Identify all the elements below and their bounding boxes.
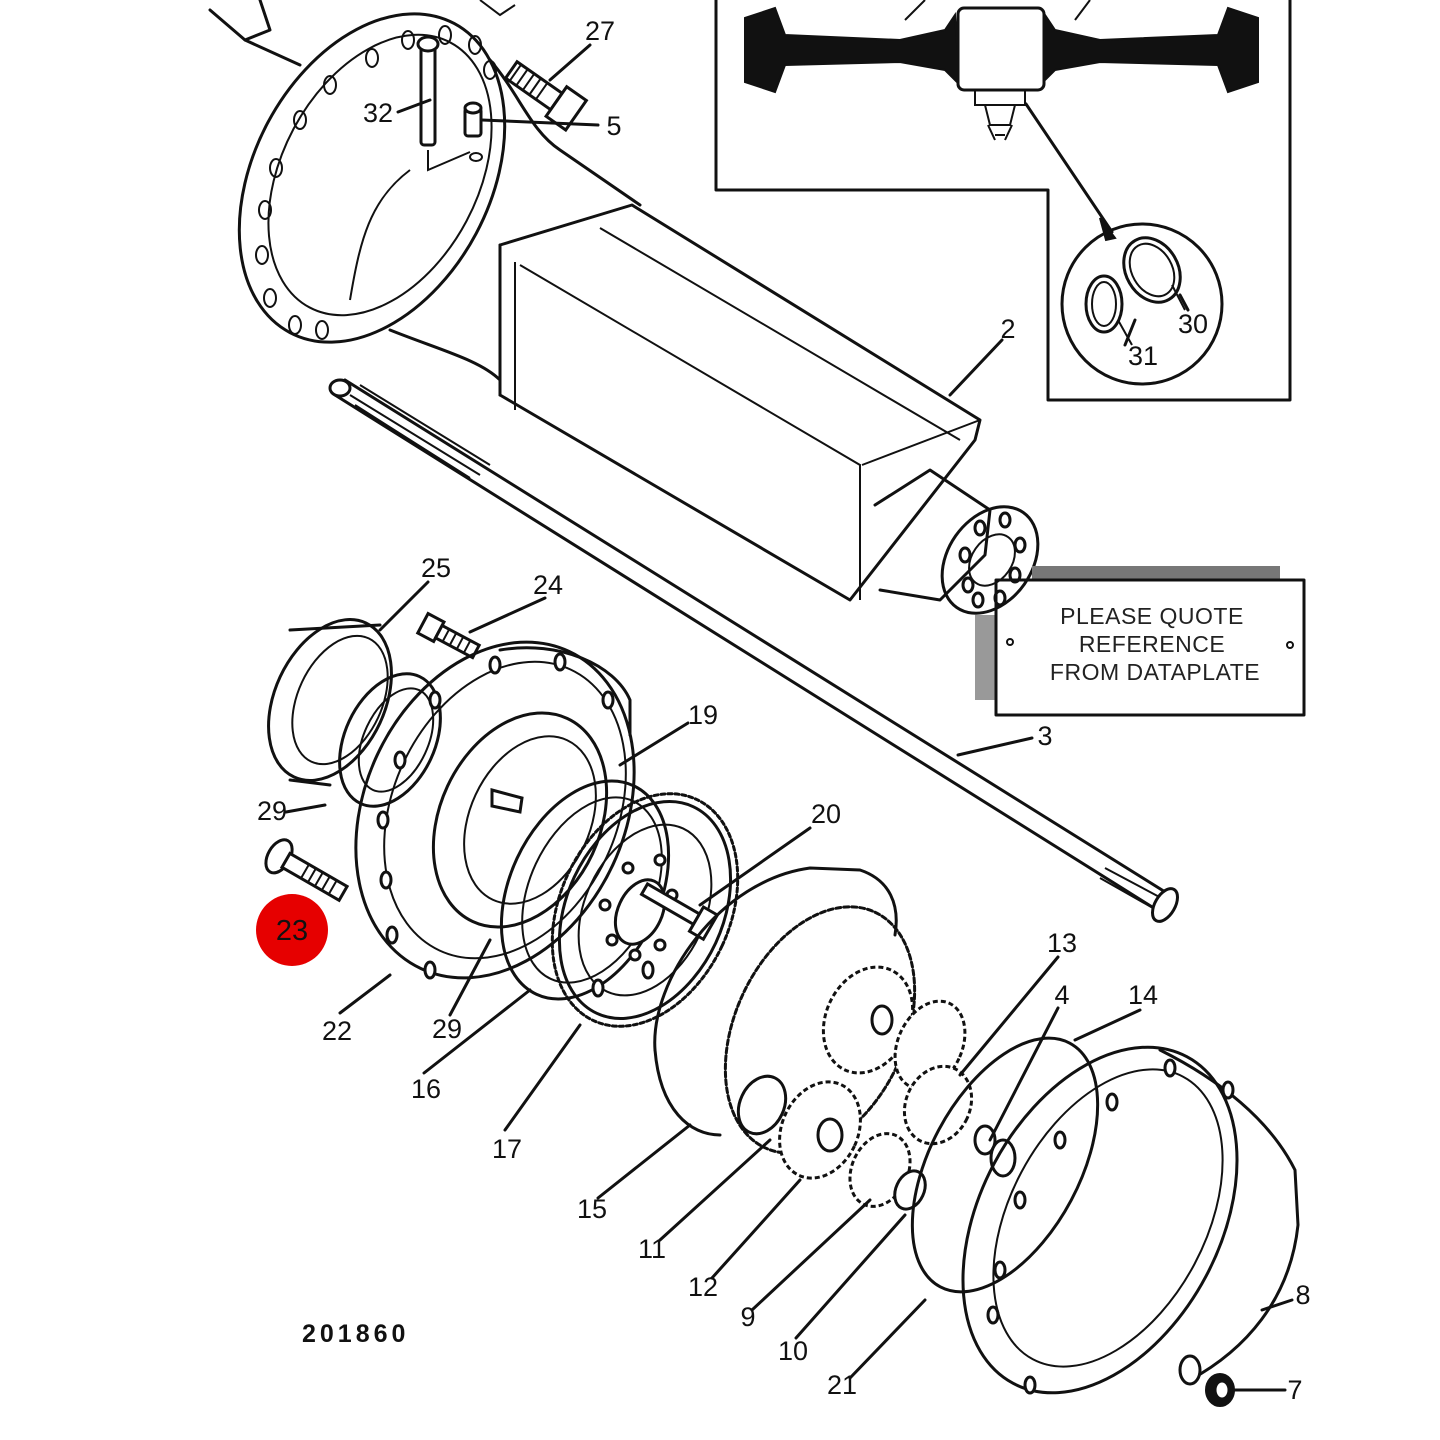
callout-23: 23 — [276, 915, 308, 947]
callout-32: 32 — [363, 98, 393, 128]
sun-gear — [550, 792, 740, 1028]
callout-27: 27 — [585, 16, 615, 46]
axle-housing — [208, 0, 1040, 615]
dataplate-line-1: PLEASE QUOTE — [1060, 603, 1244, 629]
callout-9: 9 — [740, 1302, 755, 1332]
bolt-24 — [415, 611, 482, 660]
bolt-20 — [639, 881, 720, 942]
leader-lines — [284, 43, 1294, 1392]
callout-13: 13 — [1047, 928, 1077, 958]
callout-17: 17 — [492, 1134, 522, 1164]
cover-bolt-holes — [986, 1058, 1235, 1395]
callout-29-upper: 29 — [257, 796, 287, 826]
pins-and-bolt — [416, 35, 589, 172]
planet-gears — [736, 965, 974, 1211]
stub-bolt-holes — [958, 511, 1027, 609]
callout-25: 25 — [421, 553, 451, 583]
callout-16: 16 — [411, 1074, 441, 1104]
callout-3: 3 — [1037, 721, 1052, 751]
callout-2: 2 — [1000, 314, 1015, 344]
callout-4: 4 — [1054, 980, 1069, 1010]
callout-7: 7 — [1287, 1375, 1302, 1405]
highlight-marker-23[interactable]: 23 — [256, 894, 328, 966]
callout-labels: 27 32 5 2 30 31 25 24 19 3 29 20 22 29 1… — [257, 16, 1311, 1405]
callout-21: 21 — [827, 1370, 857, 1400]
callout-11: 11 — [638, 1234, 666, 1264]
dataplate: PLEASE QUOTE REFERENCE FROM DATAPLATE — [975, 566, 1306, 717]
callout-5: 5 — [606, 111, 621, 141]
callout-10: 10 — [778, 1336, 808, 1366]
callout-24: 24 — [533, 570, 563, 600]
callout-20: 20 — [811, 799, 841, 829]
hub-cover — [961, 1045, 1300, 1395]
callout-29-lower: 29 — [432, 1014, 462, 1044]
callout-8: 8 — [1295, 1280, 1310, 1310]
axle-overview-inset — [714, 0, 1292, 402]
flange-bolt-holes — [255, 25, 497, 340]
callout-14: 14 — [1128, 980, 1158, 1010]
callout-30: 30 — [1178, 309, 1208, 339]
figure-number: 201860 — [302, 1320, 409, 1348]
bolt-23 — [264, 838, 350, 903]
dataplate-line-3: FROM DATAPLATE — [1050, 659, 1260, 685]
half-shaft — [328, 378, 1179, 923]
hub-stud-holes — [376, 652, 615, 980]
callout-12: 12 — [688, 1272, 718, 1302]
thrust-washers — [973, 1124, 1017, 1178]
drain-plug — [1205, 1373, 1235, 1407]
callout-15: 15 — [577, 1194, 607, 1224]
callout-19: 19 — [688, 700, 718, 730]
callout-22: 22 — [322, 1016, 352, 1046]
callout-31: 31 — [1128, 341, 1158, 371]
dataplate-line-2: REFERENCE — [1079, 631, 1225, 657]
o-ring — [910, 1036, 1100, 1294]
